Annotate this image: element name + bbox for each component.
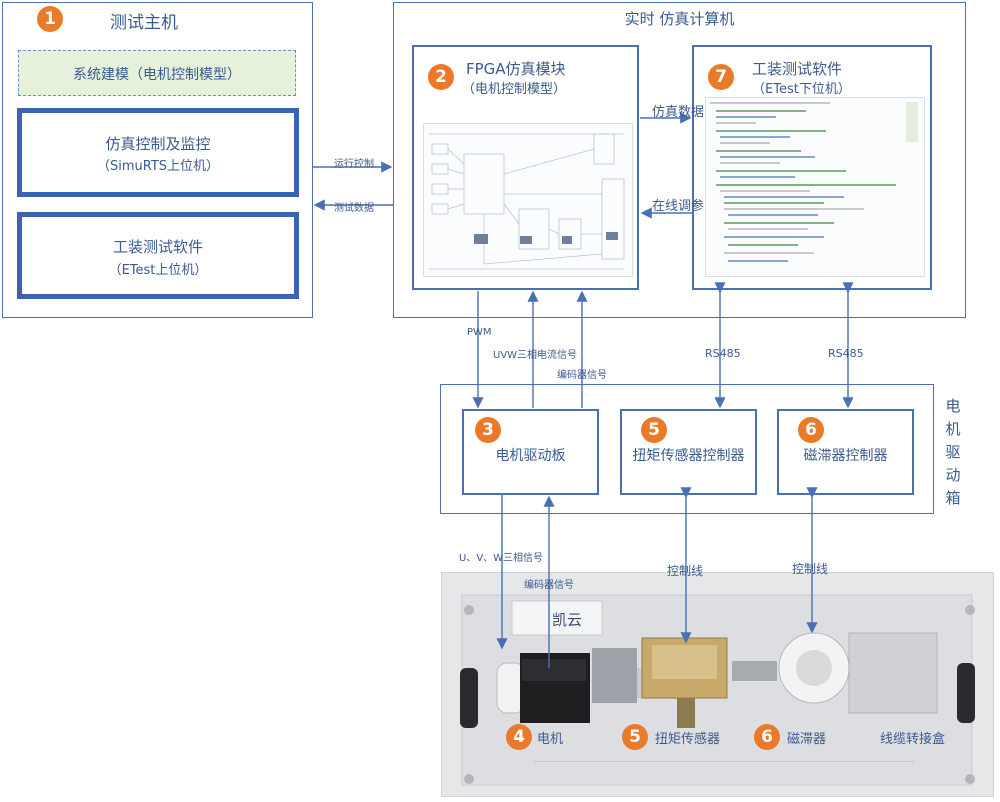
brake-label: 磁滞器 — [787, 732, 827, 747]
drive-box-char-5: 箱 — [945, 489, 961, 507]
fpga-model-screenshot — [423, 123, 633, 277]
torque-ctrl-label: 扭矩传感器控制器 — [632, 448, 745, 464]
badge-7: 7 — [708, 64, 734, 90]
badge-2: 2 — [428, 64, 454, 90]
sim-data-label: 仿真数据 — [652, 105, 705, 120]
drive-box-char-4: 动 — [945, 466, 961, 484]
encoder-top-label: 编码器信号 — [557, 370, 607, 381]
modeling-label: 系统建模（电机控制模型） — [73, 67, 241, 83]
badge-4: 4 — [506, 724, 532, 750]
badge-1: 1 — [37, 6, 63, 32]
control-line-a-label: 控制线 — [667, 564, 704, 578]
pwm-label: PWM — [467, 327, 492, 338]
test-bench-graphic — [460, 594, 975, 786]
rt-computer-title: 实时 仿真计算机 — [624, 10, 735, 28]
test-bench-photo — [441, 572, 994, 797]
encoder-bottom-label: 编码器信号 — [524, 580, 574, 591]
drive-box-label: 电 机 驱 动 箱 — [943, 395, 963, 510]
test-host-title: 测试主机 — [110, 13, 178, 33]
sim-control-line1: 仿真控制及监控 — [105, 135, 211, 153]
simulink-diagram-graphic — [429, 133, 625, 270]
modeling-box[interactable] — [18, 50, 296, 96]
etest-upper-line2: （ETest上位机） — [108, 263, 208, 278]
brand-logo: 凯云 — [552, 611, 583, 629]
etest-upper-line1: 工装测试软件 — [112, 238, 203, 256]
badge-3: 3 — [475, 417, 501, 443]
rs485-a-label: RS485 — [705, 347, 741, 360]
etest-lower-line2: （ETest下位机） — [752, 82, 851, 97]
brake-ctrl-label: 磁滞器控制器 — [803, 448, 888, 464]
drive-box-char-1: 电 — [945, 397, 961, 415]
motor-label: 电机 — [537, 732, 564, 747]
drive-box-char-3: 驱 — [945, 443, 961, 461]
badge-6-photo: 6 — [754, 724, 780, 750]
badge-6-ctrl: 6 — [798, 417, 824, 443]
torque-sensor-label: 扭矩传感器 — [655, 732, 721, 747]
motor-board-label: 电机驱动板 — [495, 448, 566, 464]
fpga-line2: （电机控制模型） — [462, 82, 567, 97]
fpga-line1: FPGA仿真模块 — [466, 60, 566, 78]
control-line-b-label: 控制线 — [792, 562, 829, 576]
run-control-label: 运行控制 — [334, 159, 374, 170]
online-tuning-label: 在线调参 — [652, 199, 705, 214]
etest-lower-line1: 工装测试软件 — [752, 60, 843, 78]
sim-control-box[interactable] — [17, 108, 299, 197]
drive-box-char-2: 机 — [945, 420, 961, 438]
junction-box-label: 线缆转接盒 — [880, 732, 946, 747]
etest-upper-box[interactable] — [17, 212, 299, 299]
badge-5-photo: 5 — [622, 724, 648, 750]
badge-5-ctrl: 5 — [641, 417, 667, 443]
uvw-signal-label: U、V、W三相信号 — [459, 553, 544, 564]
sim-control-line2: （SimuRTS上位机） — [96, 159, 220, 174]
test-data-label: 测试数据 — [334, 203, 374, 214]
rs485-b-label: RS485 — [828, 347, 864, 360]
etest-code-screenshot — [705, 97, 925, 277]
uvw-current-label: UVW三相电流信号 — [493, 350, 578, 361]
